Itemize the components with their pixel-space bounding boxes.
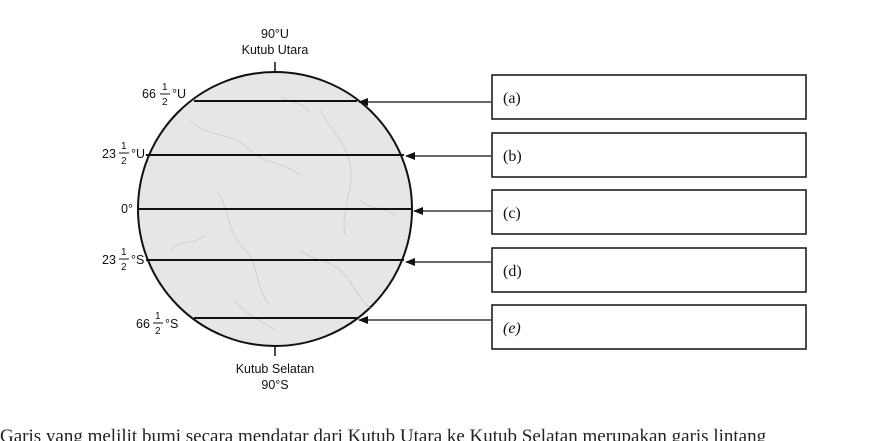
svg-text:2: 2: [162, 97, 168, 108]
svg-text:2: 2: [121, 262, 127, 273]
north-pole-name: Kutub Utara: [242, 43, 309, 57]
caption-text: Garis yang melilit bumi secara mendatar …: [0, 426, 767, 441]
latitude-label-66-south: 66 1 2 °S: [136, 311, 178, 337]
latitude-label-23-south: 23 1 2 °S: [102, 247, 144, 273]
answer-box-label-b: (b): [503, 148, 522, 165]
svg-text:°U: °U: [131, 147, 145, 161]
answer-box-c[interactable]: (c): [491, 189, 807, 235]
svg-text:1: 1: [121, 247, 127, 258]
answer-box-d[interactable]: (d): [491, 247, 807, 293]
answer-box-label-c: (c): [503, 205, 521, 222]
answer-box-e[interactable]: (e): [491, 304, 807, 350]
globe-map-texture: [169, 94, 396, 331]
svg-text:0°: 0°: [121, 202, 133, 216]
latitude-label-23-north: 23 1 2 °U: [102, 141, 145, 167]
svg-text:1: 1: [121, 141, 127, 152]
svg-text:°U: °U: [172, 87, 186, 101]
svg-text:°S: °S: [131, 253, 144, 267]
svg-text:2: 2: [121, 156, 127, 167]
north-pole-degree: 90°U: [261, 27, 289, 41]
answer-box-label-a: (a): [503, 90, 521, 107]
svg-text:23: 23: [102, 253, 116, 267]
answer-box-label-d: (d): [503, 263, 522, 280]
south-pole-name: Kutub Selatan: [236, 362, 315, 376]
answer-box-label-e: (e): [503, 320, 521, 337]
svg-text:1: 1: [162, 82, 168, 93]
svg-text:66: 66: [136, 317, 150, 331]
svg-text:1: 1: [155, 311, 161, 322]
latitude-label-equator: 0°: [121, 202, 133, 216]
latitude-label-66-north: 66 1 2 °U: [142, 82, 186, 108]
south-pole-degree: 90°S: [261, 378, 288, 392]
svg-text:23: 23: [102, 147, 116, 161]
answer-box-a[interactable]: (a): [491, 74, 807, 120]
svg-text:°S: °S: [165, 317, 178, 331]
svg-text:66: 66: [142, 87, 156, 101]
answer-box-b[interactable]: (b): [491, 132, 807, 178]
svg-text:2: 2: [155, 326, 161, 337]
